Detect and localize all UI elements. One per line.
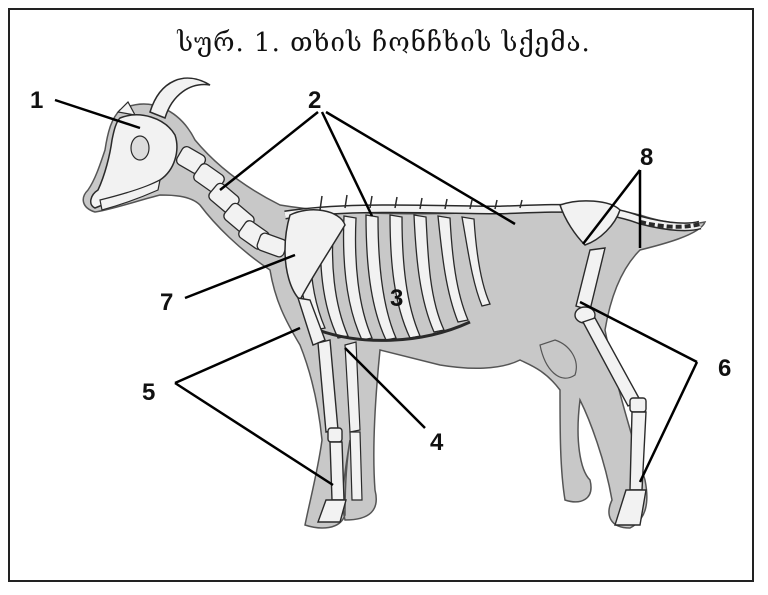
foreleg-bones [296,297,347,523]
hindleg-bones [574,247,647,526]
udder [539,339,577,379]
label-7: 7 [160,289,173,316]
figure-title: სურ. 1. თხის ჩონჩხის სქემა. [177,28,591,58]
ear [116,101,137,116]
goat-silhouette [82,103,707,529]
label-3: 3 [390,285,403,312]
label-6: 6 [718,355,731,382]
cervical-vertebrae [175,146,288,258]
label-2: 2 [308,87,321,114]
goat-body [82,103,707,529]
sternum [317,320,471,342]
label-8: 8 [640,144,653,171]
label-4: 4 [430,429,444,456]
label-1: 1 [30,87,43,114]
horn [149,77,211,119]
pelvis [559,200,621,246]
spinous-processes [319,194,523,211]
foreleg-far-bones [344,341,363,501]
leader-lines [54,98,699,487]
label-5: 5 [142,379,155,406]
jaw [99,178,161,211]
tail-vertebrae [639,220,701,229]
skull [90,114,178,209]
eye-orbit [130,135,150,161]
scapula [284,209,346,302]
